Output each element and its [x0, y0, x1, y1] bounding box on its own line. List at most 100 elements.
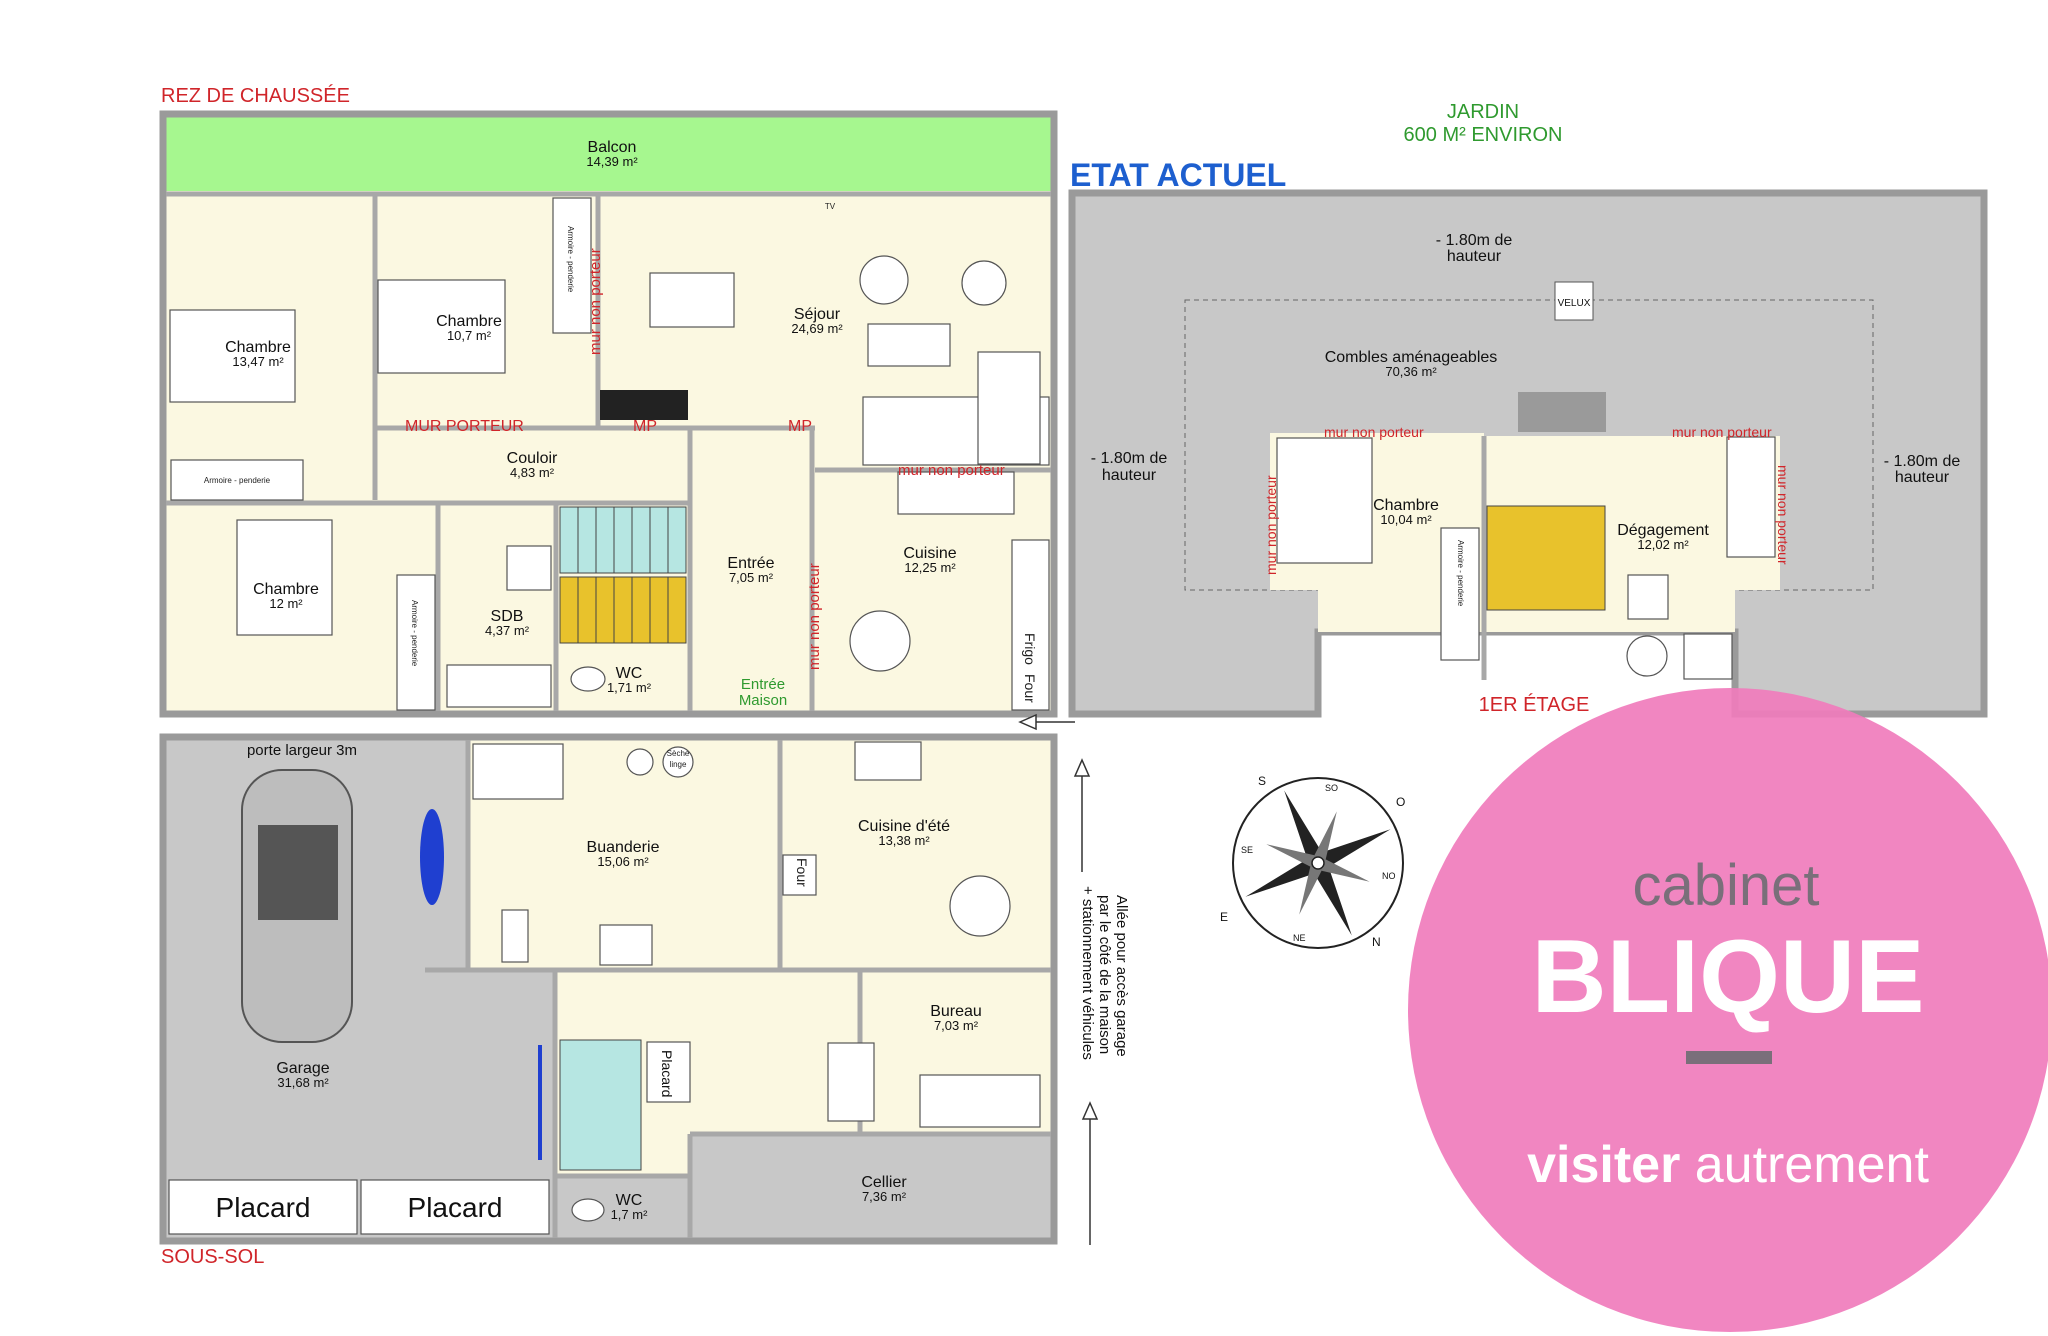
desk-degagement [1726, 436, 1776, 558]
balcony-name: Balcon [588, 139, 637, 156]
height-left-line1: - 1.80m de [1091, 450, 1168, 467]
kitchen-sink-counter [1011, 539, 1050, 711]
compass-se: SE [1241, 845, 1253, 855]
chambre2-name: Chambre [436, 313, 502, 330]
height-left-line2: hauteur [1102, 467, 1157, 484]
chambre1-name: Chambre [225, 339, 291, 356]
chambre2-area: 10,7 m² [447, 328, 492, 343]
dryer [662, 746, 694, 778]
mur-non-porteur-ff-2: mur non porteur [1672, 424, 1772, 440]
toilet-1 [570, 666, 606, 692]
buanderie-name: Buanderie [587, 839, 660, 856]
seche-label-2: linge [670, 760, 687, 769]
mur-non-porteur-ff-4: mur non porteur [1775, 465, 1791, 565]
mur-non-porteur-sejour: mur non porteur [898, 462, 1005, 479]
placard-2 [360, 1179, 550, 1235]
degagement-name: Dégagement [1617, 522, 1709, 539]
kitchen-table [849, 610, 911, 672]
basement-floor: porte largeur 3m Garage 31,68 m² Buander… [159, 733, 1058, 1268]
entree-maison-line1: Entrée [741, 676, 785, 693]
mur-non-porteur-ff-3: mur non porteur [1263, 475, 1279, 575]
compass-n: N [1372, 935, 1381, 949]
logo-tagline-light: autrement [1695, 1136, 1930, 1194]
cabinet-blique-logo: cabinet BLIQUE visiter autrement [1408, 688, 2048, 1332]
chambre4-name: Chambre [1373, 497, 1439, 514]
combles-name: Combles aménageables [1325, 349, 1498, 366]
height-top-line1: - 1.80m de [1436, 232, 1513, 249]
driveway-line3: + stationnement véhicules [1079, 886, 1096, 1060]
balcony [166, 117, 1051, 191]
armoire-label-3: Armoire - penderie [410, 600, 419, 667]
bed-chambre1 [169, 309, 296, 403]
shower-buanderie [472, 743, 564, 800]
motorbike [420, 809, 444, 905]
oven-cuisine-ete [782, 854, 817, 896]
table-degagement [1626, 635, 1668, 677]
garage-door-label: porte largeur 3m [247, 742, 357, 759]
garden-size-label: 600 M² ENVIRON [1404, 124, 1563, 146]
cuisine-area: 12,25 m² [904, 560, 956, 575]
bureau-area: 7,03 m² [934, 1018, 979, 1033]
compass-ne: NE [1293, 933, 1306, 943]
four-label-2: Four [794, 858, 810, 887]
wc2-area: 1,7 m² [611, 1207, 649, 1222]
armoire-label-1: Armoire - penderie [204, 476, 271, 485]
tv-label: TV [825, 202, 836, 211]
bed-chambre3 [236, 519, 333, 636]
placard-3-label: Placard [659, 1050, 675, 1097]
chimney [1518, 392, 1606, 432]
logo-line1: cabinet [1632, 853, 1819, 918]
compass-no: NO [1382, 871, 1396, 881]
ground-floor-outer-wall [159, 110, 1058, 718]
seche-label-1: Sèche [667, 749, 690, 758]
wardrobe-chambre2 [552, 197, 592, 334]
chair-degagement-2 [1627, 574, 1669, 620]
compass: N NE E SE S SO O NO [1220, 774, 1405, 949]
armchair-1 [859, 255, 909, 305]
cellier-floor [690, 1134, 1051, 1238]
first-floor: - 1.80m de hauteur - 1.80m de hauteur - … [1068, 189, 1988, 718]
compass-e: E [1220, 910, 1228, 924]
appliance-buanderie [501, 909, 529, 963]
bathtub [446, 664, 552, 708]
sdb-area: 4,37 m² [485, 623, 530, 638]
stairs-treads [577, 507, 669, 643]
armoire-label-2: Armoire - penderie [566, 226, 575, 293]
cuisine-ete-area: 13,38 m² [878, 833, 930, 848]
sofa-vertical [977, 351, 1041, 465]
fireplace [600, 390, 688, 420]
ground-internal-walls [166, 191, 1051, 711]
height-top-line2: hauteur [1447, 248, 1502, 265]
chambre3-name: Chambre [253, 581, 319, 598]
chambre3-area: 12 m² [269, 596, 303, 611]
chambre1-area: 13,47 m² [232, 354, 284, 369]
logo-circle [1408, 688, 2048, 1332]
logo-tagline-bold: visiter [1527, 1136, 1680, 1194]
velux-window [1554, 281, 1594, 321]
entree-maison-line2: Maison [739, 692, 787, 709]
velux-label: VELUX [1558, 298, 1591, 309]
table-cuisine-ete [949, 875, 1011, 937]
frigo-label: Frigo [1022, 633, 1038, 665]
degagement-area: 12,02 m² [1637, 537, 1689, 552]
logo-bar [1686, 1051, 1772, 1064]
chambre4-area: 10,04 m² [1380, 512, 1432, 527]
basement-outer-wall [159, 733, 1058, 1245]
dining-table [649, 272, 735, 328]
basement-stairs [559, 1039, 642, 1171]
stairs-upper-flight [559, 506, 687, 574]
bed-chambre2 [377, 279, 506, 374]
bed-chambre4 [1276, 437, 1373, 564]
cuisine-name: Cuisine [903, 545, 956, 562]
driveway-line1: Allée pour accès garage [1113, 895, 1130, 1057]
buanderie-area: 15,06 m² [597, 854, 649, 869]
driveway-line2: par le côté de la maison [1096, 895, 1113, 1054]
compass-o: O [1396, 795, 1405, 809]
first-floor-stairs [1486, 505, 1606, 611]
mur-non-porteur-entree: mur non porteur [806, 563, 823, 670]
ground-floor-label: REZ DE CHAUSSÉE [161, 84, 350, 107]
entree-name: Entrée [727, 555, 774, 572]
compass-so: SO [1325, 783, 1338, 793]
mur-non-porteur-chambre2: mur non porteur [587, 248, 604, 355]
